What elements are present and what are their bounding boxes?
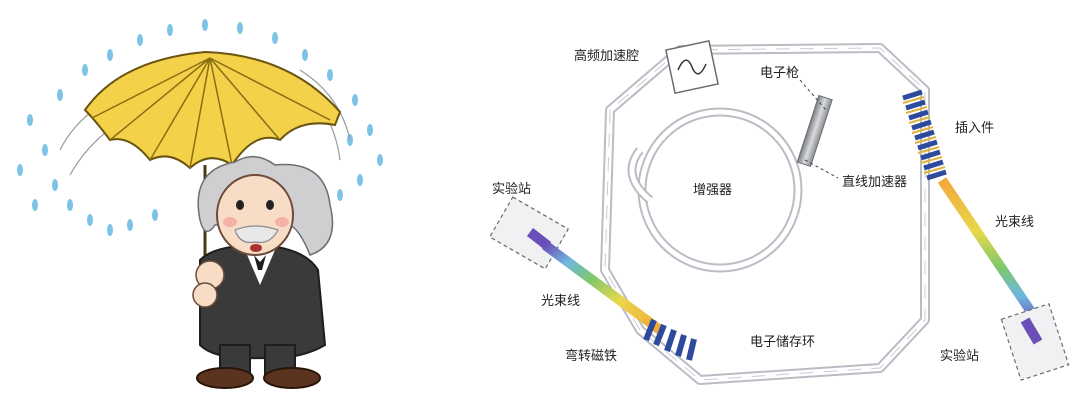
electron-gun: [796, 79, 839, 179]
rf-cavity: [665, 40, 719, 94]
experiment-station-left-label: 实验站: [492, 181, 531, 197]
rf-cavity-label: 高频加速腔: [574, 48, 639, 64]
beamline-right: [937, 177, 1045, 328]
insertion-device: [902, 89, 947, 181]
scientist-head: [197, 156, 334, 256]
storage-ring-dashes: [604, 47, 926, 381]
electron-gun-label: 电子枪: [760, 65, 799, 81]
booster-ring: [627, 107, 803, 273]
insertion-device-gold: [902, 96, 946, 174]
bending-magnet: [643, 318, 697, 361]
beamline-left-label: 光束线: [541, 294, 580, 309]
scientist-body: [192, 243, 327, 389]
bending-magnet-label: 弯转磁铁: [565, 348, 617, 364]
linac-label: 直线加速器: [842, 175, 907, 190]
cartoon-scientist-with-umbrella: [17, 19, 383, 389]
booster-label: 增强器: [693, 183, 732, 198]
rain-drops: [17, 19, 383, 236]
insertion-device-label: 插入件: [955, 121, 994, 136]
beamline-left: [542, 240, 663, 335]
experiment-station-right: [1000, 303, 1070, 381]
storage-ring-label: 电子储存环: [750, 335, 815, 350]
beamline-right-label: 光束线: [995, 215, 1034, 230]
experiment-station-right-label: 实验站: [940, 348, 979, 364]
synchrotron-diagram: 增强器 高频加速腔 电子枪 直线加速器: [488, 40, 1070, 385]
